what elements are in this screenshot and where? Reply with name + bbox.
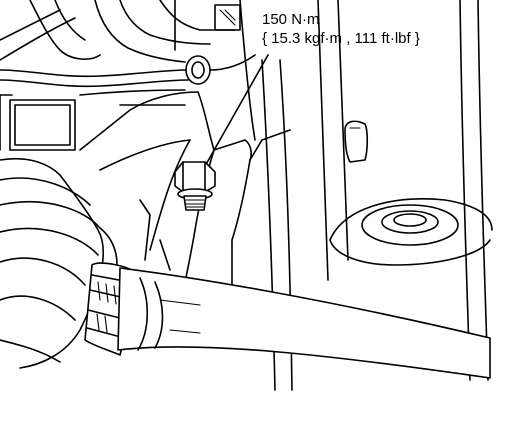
right-slot: [344, 120, 369, 163]
spring-seat: [329, 197, 493, 266]
knuckle-bracket: [79, 91, 291, 301]
torque-value-nm: 150 N·m: [262, 11, 320, 28]
bolt: [174, 161, 216, 211]
knuckle-detail: [0, 199, 171, 363]
torque-callout: 150 N·m { 15.3 kgf·m , 111 ft·lbf }: [262, 10, 420, 48]
left-housing: [0, 89, 186, 151]
drive-shaft: [117, 267, 491, 379]
torque-leader-line: [199, 54, 269, 176]
cable-loop: [0, 54, 256, 88]
torque-value-alt: { 15.3 kgf·m , 111 ft·lbf }: [262, 30, 420, 47]
upper-bracket-lines: [0, 0, 241, 63]
cv-joint-boot: [0, 157, 118, 369]
